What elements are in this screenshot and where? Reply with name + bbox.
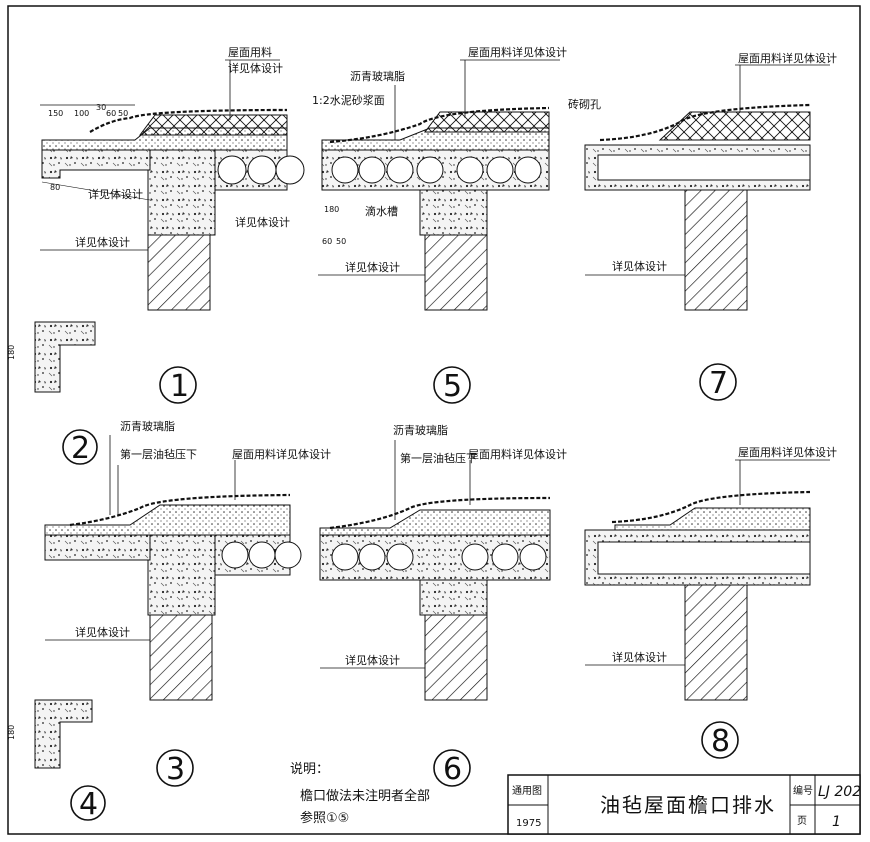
label-first-layer-3: 第一层油毡压下: [120, 447, 197, 461]
screed-layer: [614, 507, 811, 531]
label-roof-material-8: 屋面用料详见体设计: [738, 445, 837, 459]
detail-number-2: 2: [71, 431, 90, 466]
detail-number-3: 3: [166, 752, 185, 787]
label-roof-material-full: 屋面用料详见体设计: [738, 51, 837, 65]
detail-number-1: 1: [170, 369, 189, 404]
detail-6: 沥青玻璃脂 第一层油毡压下 屋面用料详见体设计 详见体设计: [319, 423, 567, 701]
detail-1: 屋面用料 详见体设计 详见体设计 详见体设计 详见体设计 150 100 30 …: [40, 45, 305, 311]
gravel-top: [599, 103, 811, 142]
dim-180-2: 180: [7, 345, 16, 360]
detail-7: 屋面用料详见体设计 砖砌孔 详见体设计: [568, 51, 837, 311]
label-detail-design-6: 详见体设计: [345, 653, 400, 667]
label-asphalt-3: 沥青玻璃脂: [120, 419, 175, 433]
label-detail-design-7: 详见体设计: [612, 259, 667, 273]
dim-100: 100: [74, 109, 89, 118]
slab-voids: [331, 543, 547, 571]
label-detail-design-3: 详见体设计: [75, 625, 130, 639]
concrete-beam: [147, 529, 216, 616]
page-number: 1: [832, 814, 841, 830]
title-block: 通用图 1975 油毡屋面檐口排水 编号 LJ 202 页 1: [507, 774, 861, 835]
brick-wall: [147, 234, 211, 311]
notes-line-2: 参照①⑤: [300, 810, 349, 826]
sheet-border: [7, 5, 861, 835]
detail-8: 屋面用料详见体设计 详见体设计: [584, 445, 837, 701]
label-roof-material-3: 屋面用料详见体设计: [232, 447, 331, 461]
insulation-layer: [658, 111, 811, 141]
dim-180: 180: [324, 205, 339, 214]
screed-layer: [319, 509, 551, 536]
brick-wall: [684, 584, 748, 701]
cornice-section: [34, 699, 93, 769]
page-label: 页: [797, 815, 807, 827]
notes-heading: 说明：: [290, 762, 329, 777]
concrete-beam: [147, 149, 216, 236]
detail-2: 180: [7, 321, 96, 393]
gravel-top: [69, 493, 291, 527]
gutter-void: [597, 154, 811, 181]
brick-wall: [424, 234, 488, 311]
year-label: 1975: [516, 818, 541, 829]
detail-callouts: [62, 363, 739, 821]
screed-layer: [44, 504, 291, 536]
label-roof-material-full: 屋面用料详见体设计: [468, 45, 567, 59]
brick-wall: [424, 614, 488, 701]
dim-150: 150: [48, 109, 63, 118]
brick-wall: [684, 189, 748, 311]
detail-number-5: 5: [443, 369, 462, 404]
dim-180-4: 180: [7, 725, 16, 740]
label-detail-design-1c: 详见体设计: [235, 215, 290, 229]
label-first-layer-6: 第一层油毡压下: [400, 451, 477, 465]
label-detail-design: 详见体设计: [228, 61, 283, 75]
label-detail-design-1a: 详见体设计: [88, 187, 143, 201]
dim-50b: 50: [336, 237, 346, 246]
detail-number-6: 6: [443, 752, 462, 787]
label-cement-mortar: 1:2水泥砂浆面: [312, 93, 385, 107]
slab-voids: [331, 156, 542, 184]
dim-30: 30: [96, 103, 106, 112]
detail-4: 180: [7, 699, 93, 769]
insulation-layer: [424, 111, 550, 133]
detail-5: 屋面用料详见体设计 沥青玻璃脂 1:2水泥砂浆面 滴水槽 详见体设计 180 6…: [312, 45, 567, 311]
cornice-section: [34, 321, 96, 393]
notes-line-1: 檐口做法未注明者全部: [300, 788, 430, 804]
detail-number-8: 8: [711, 724, 730, 759]
drawing-code: LJ 202: [818, 784, 861, 800]
label-detail-design-5: 详见体设计: [345, 260, 400, 274]
label-detail-design-1b: 详见体设计: [75, 235, 130, 249]
label-roof-material-6: 屋面用料详见体设计: [468, 447, 567, 461]
dim-50: 50: [118, 109, 128, 118]
gravel-top: [89, 108, 288, 133]
brick-wall: [149, 614, 213, 701]
label-drip-groove: 滴水槽: [365, 204, 398, 218]
gravel-top: [611, 490, 811, 524]
notes: 说明： 檐口做法未注明者全部 参照①⑤: [290, 762, 430, 826]
insulation-layer: [139, 114, 288, 136]
dim-60b: 60: [322, 237, 332, 246]
label-roof-material: 屋面用料: [228, 45, 272, 59]
label-asphalt: 沥青玻璃脂: [350, 69, 405, 83]
detail-3: 沥青玻璃脂 第一层油毡压下 屋面用料详见体设计 详见体设计: [44, 419, 331, 701]
slab-voids: [221, 541, 302, 569]
detail-number-7: 7: [709, 366, 728, 401]
drawing-title: 油毡屋面檐口排水: [600, 793, 776, 817]
dim-80: 80: [50, 183, 60, 192]
code-label: 编号: [793, 784, 813, 797]
label-asphalt-6: 沥青玻璃脂: [393, 423, 448, 437]
gutter-void: [597, 541, 811, 575]
detail-number-4: 4: [79, 787, 98, 822]
gravel-top: [329, 106, 550, 144]
general-drawing-label: 通用图: [512, 785, 542, 797]
label-brick-hole: 砖砌孔: [568, 97, 601, 111]
dim-60: 60: [106, 109, 116, 118]
label-detail-design-8: 详见体设计: [612, 650, 667, 664]
gravel-top: [329, 496, 551, 530]
slab-voids: [217, 155, 305, 185]
